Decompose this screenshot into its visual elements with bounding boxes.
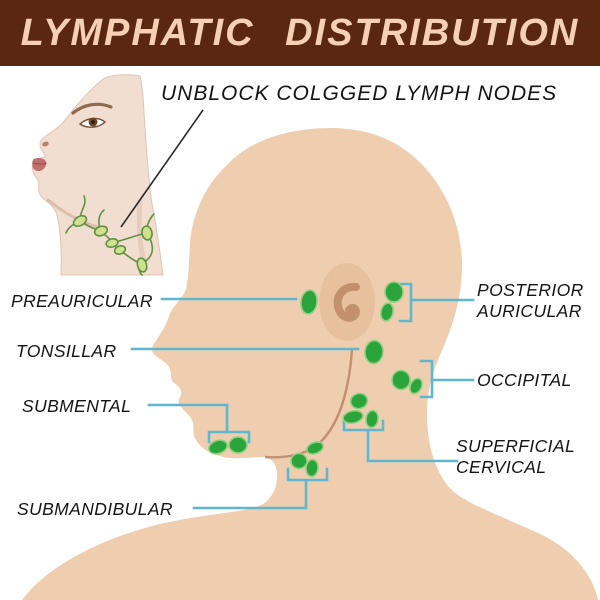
preauricular-node — [300, 289, 318, 315]
inset-nostril — [42, 141, 49, 147]
label-submandibular: SUBMANDIBULAR — [17, 499, 173, 519]
occipital-leader-line — [419, 359, 475, 399]
label-submental: SUBMENTAL — [22, 396, 132, 416]
superficial-cervical-leader-line — [342, 419, 459, 463]
submandibular-node — [305, 458, 319, 478]
superficial-cervical-node — [365, 409, 379, 429]
superficial-cervical-node — [342, 409, 364, 425]
inset-lymph-nodes — [72, 214, 153, 273]
superficial-cervical-node — [349, 392, 369, 410]
page-title: LYMPHATIC DISTRIBUTION — [20, 11, 580, 54]
ear-icon — [319, 263, 375, 341]
inset-face — [31, 74, 164, 276]
submandibular-leader-line — [192, 467, 329, 510]
occipital-node — [409, 377, 423, 395]
title-banner: LYMPHATIC DISTRIBUTION — [0, 0, 600, 66]
inset-lymph-node — [93, 225, 109, 237]
tonsillar-node — [364, 339, 384, 365]
inset-lymph-node — [113, 244, 127, 256]
submandibular-node — [306, 441, 324, 455]
label-tonsillar: TONSILLAR — [16, 341, 117, 361]
submental-node — [207, 439, 229, 455]
inset-mouth-line — [32, 162, 47, 165]
inset-lymph-node — [72, 214, 88, 228]
ear-inner — [333, 282, 360, 322]
label-posterior-auricular: POSTERIOR AURICULAR — [477, 280, 584, 321]
inset-eyebrow — [71, 102, 113, 115]
inset-lymph-node — [141, 225, 153, 241]
inset-illustration — [31, 74, 164, 276]
label-occipital: OCCIPITAL — [477, 370, 572, 390]
label-preauricular: PREAURICULAR — [11, 291, 153, 311]
submental-leader-line — [147, 403, 251, 444]
posterior-auricular-leader-line — [398, 282, 475, 323]
inset-lymph-node — [105, 238, 119, 248]
lymph-nodes — [207, 281, 423, 478]
occipital-node — [391, 369, 411, 391]
label-superficial-cervical: SUPERFICIAL CERVICAL — [456, 436, 576, 477]
head-silhouette — [22, 128, 598, 600]
posterior-auricular-node — [384, 281, 404, 303]
submandibular-node — [290, 452, 308, 470]
pointer-line — [120, 109, 204, 228]
submental-node — [228, 436, 248, 454]
subtitle-text: UNBLOCK COLGGED LYMPH NODES — [161, 82, 558, 105]
posterior-auricular-node — [380, 302, 394, 322]
inset-pupil — [91, 120, 95, 124]
inset-lymph-node — [136, 257, 148, 273]
